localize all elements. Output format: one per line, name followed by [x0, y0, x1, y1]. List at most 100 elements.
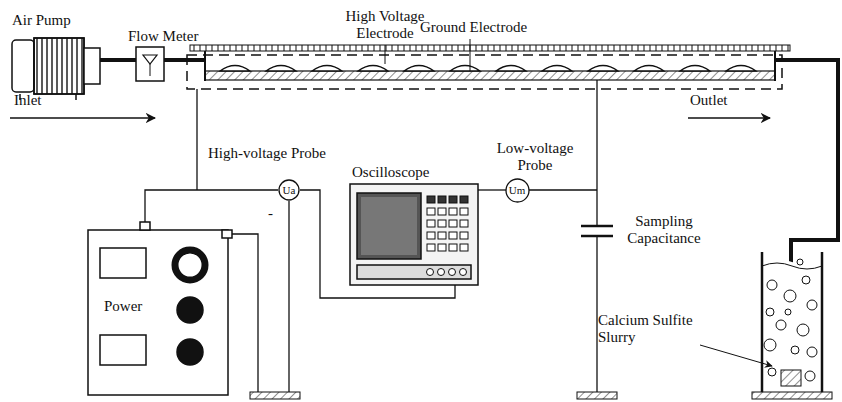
oscilloscope-key [449, 196, 457, 203]
probe-wire [528, 189, 597, 190]
bubble [766, 308, 774, 316]
oscilloscope-key [438, 196, 446, 203]
bubble [767, 280, 777, 290]
circuit-wires [145, 80, 613, 392]
oscilloscope [350, 184, 478, 285]
slurry-surface [762, 263, 822, 269]
outlet-tube [775, 60, 838, 372]
leader-line [470, 39, 471, 71]
power-supply [88, 222, 232, 395]
bottle-wall [821, 252, 824, 392]
probe-symbol: Um [509, 184, 526, 196]
flow-direction: Inlet [14, 92, 42, 109]
ground-symbol [250, 392, 300, 399]
input-jack [427, 269, 434, 276]
pump-foot [75, 94, 77, 100]
power-terminal [140, 222, 150, 230]
bubble [807, 347, 817, 357]
ground-electrode-plate [205, 71, 775, 80]
electrode-strip [450, 66, 480, 72]
oscilloscope-inputs [427, 269, 467, 276]
oscilloscope-key [427, 196, 435, 203]
oscilloscope-key [460, 244, 468, 251]
bubble [791, 346, 799, 354]
bubble [776, 320, 786, 330]
ground-wire [596, 236, 597, 392]
ground-wire [596, 80, 597, 226]
power-display [100, 248, 146, 278]
part-name: Air Pump [12, 12, 71, 29]
flow-meter [136, 47, 164, 81]
oscilloscope-panel [357, 265, 471, 279]
voltage-probe: Um [505, 178, 530, 203]
power-box [88, 230, 228, 395]
leader-arrow [700, 345, 772, 366]
pump-endcap [12, 40, 34, 92]
oscilloscope-key [449, 244, 457, 251]
part-name: High-voltage Probe [208, 145, 326, 162]
bottle-base [752, 392, 832, 399]
electrode-strip [220, 66, 250, 72]
part-name: Sampling Capacitance [614, 213, 714, 247]
reactor [187, 39, 790, 89]
oscilloscope-key [427, 208, 435, 215]
reactor-dashed-outline [187, 55, 782, 89]
part-name: Power [104, 298, 142, 315]
pump-body [34, 38, 84, 94]
high-voltage-wire [196, 89, 197, 190]
bubble [805, 371, 815, 381]
oscilloscope-screen [357, 193, 421, 259]
reactor-cover [190, 45, 790, 51]
part-name: Flow Meter [128, 28, 198, 45]
oscilloscope-key [449, 220, 457, 227]
oscilloscope-screen [361, 197, 417, 255]
flow-meter-scale [150, 64, 151, 76]
oscilloscope-key [460, 208, 468, 215]
probe-symbol: Ua [283, 184, 296, 196]
part-name: Oscilloscope [352, 164, 429, 181]
flow-direction: Outlet [690, 92, 728, 109]
oscilloscope-key [438, 220, 446, 227]
bubble [802, 276, 810, 284]
pump-fins [34, 38, 84, 94]
leader-line [385, 45, 386, 64]
air-pump [12, 38, 100, 100]
capacitor-plate [581, 225, 613, 228]
polarity-mark: - [268, 205, 273, 222]
oscilloscope-body [350, 184, 478, 285]
probe-wire [478, 189, 506, 190]
bubbles [764, 259, 817, 381]
bubble [768, 368, 776, 376]
flow-meter-body [136, 47, 164, 81]
oscilloscope-keys [427, 196, 468, 251]
probe-outline [279, 180, 299, 200]
outlet-arrow [688, 117, 770, 118]
electrode-strip [588, 66, 618, 72]
oscilloscope-key [460, 220, 468, 227]
capacitor-plate [581, 235, 613, 238]
power-knob [177, 297, 203, 323]
part-name: Ground Electrode [420, 19, 527, 36]
oscilloscope-key [427, 232, 435, 239]
electrode-strip [266, 66, 296, 72]
electrode-strip [312, 66, 342, 72]
electrode-strip [496, 66, 526, 72]
oscilloscope-key [438, 208, 446, 215]
ground-symbol [577, 392, 617, 399]
electrode-strip [358, 66, 388, 72]
input-jack [449, 269, 456, 276]
ground-wire [288, 201, 289, 392]
oscilloscope-key [427, 244, 435, 251]
bubble [784, 290, 796, 302]
slurry [762, 259, 822, 392]
bubble [764, 339, 776, 351]
electrode-strip [726, 66, 756, 72]
flow-meter-float [143, 55, 157, 64]
ground-symbols [250, 392, 617, 399]
ground-wire [232, 234, 258, 392]
input-jack [438, 269, 445, 276]
oscilloscope-key [427, 220, 435, 227]
oscilloscope-key [460, 196, 468, 203]
